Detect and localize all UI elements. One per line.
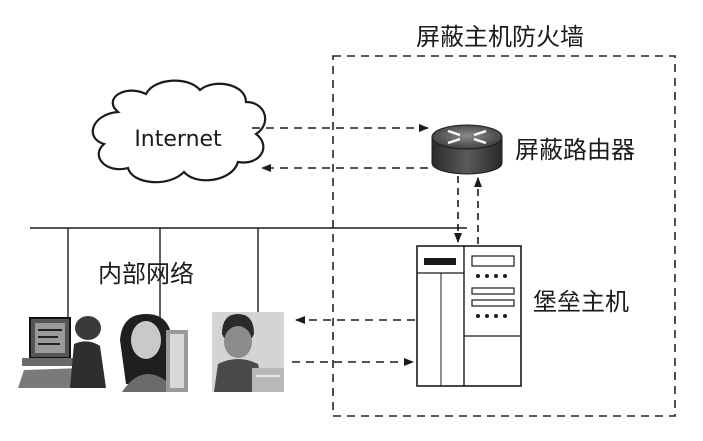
bastion-host-icon — [416, 245, 522, 387]
router-label: 屏蔽路由器 — [515, 136, 635, 164]
firewall-boundary — [332, 55, 676, 417]
workstation-user-1-icon — [18, 316, 106, 388]
internet-label: Internet — [134, 127, 222, 152]
router-icon — [431, 124, 503, 175]
internet-cloud-icon — [91, 79, 267, 184]
workstation-user-2-icon — [120, 314, 188, 392]
internal-network-label: 内部网络 — [98, 260, 194, 288]
firewall-title: 屏蔽主机防火墙 — [416, 23, 584, 51]
workstation-user-3-icon — [212, 312, 284, 392]
bastion-host-label: 堡垒主机 — [533, 288, 629, 316]
